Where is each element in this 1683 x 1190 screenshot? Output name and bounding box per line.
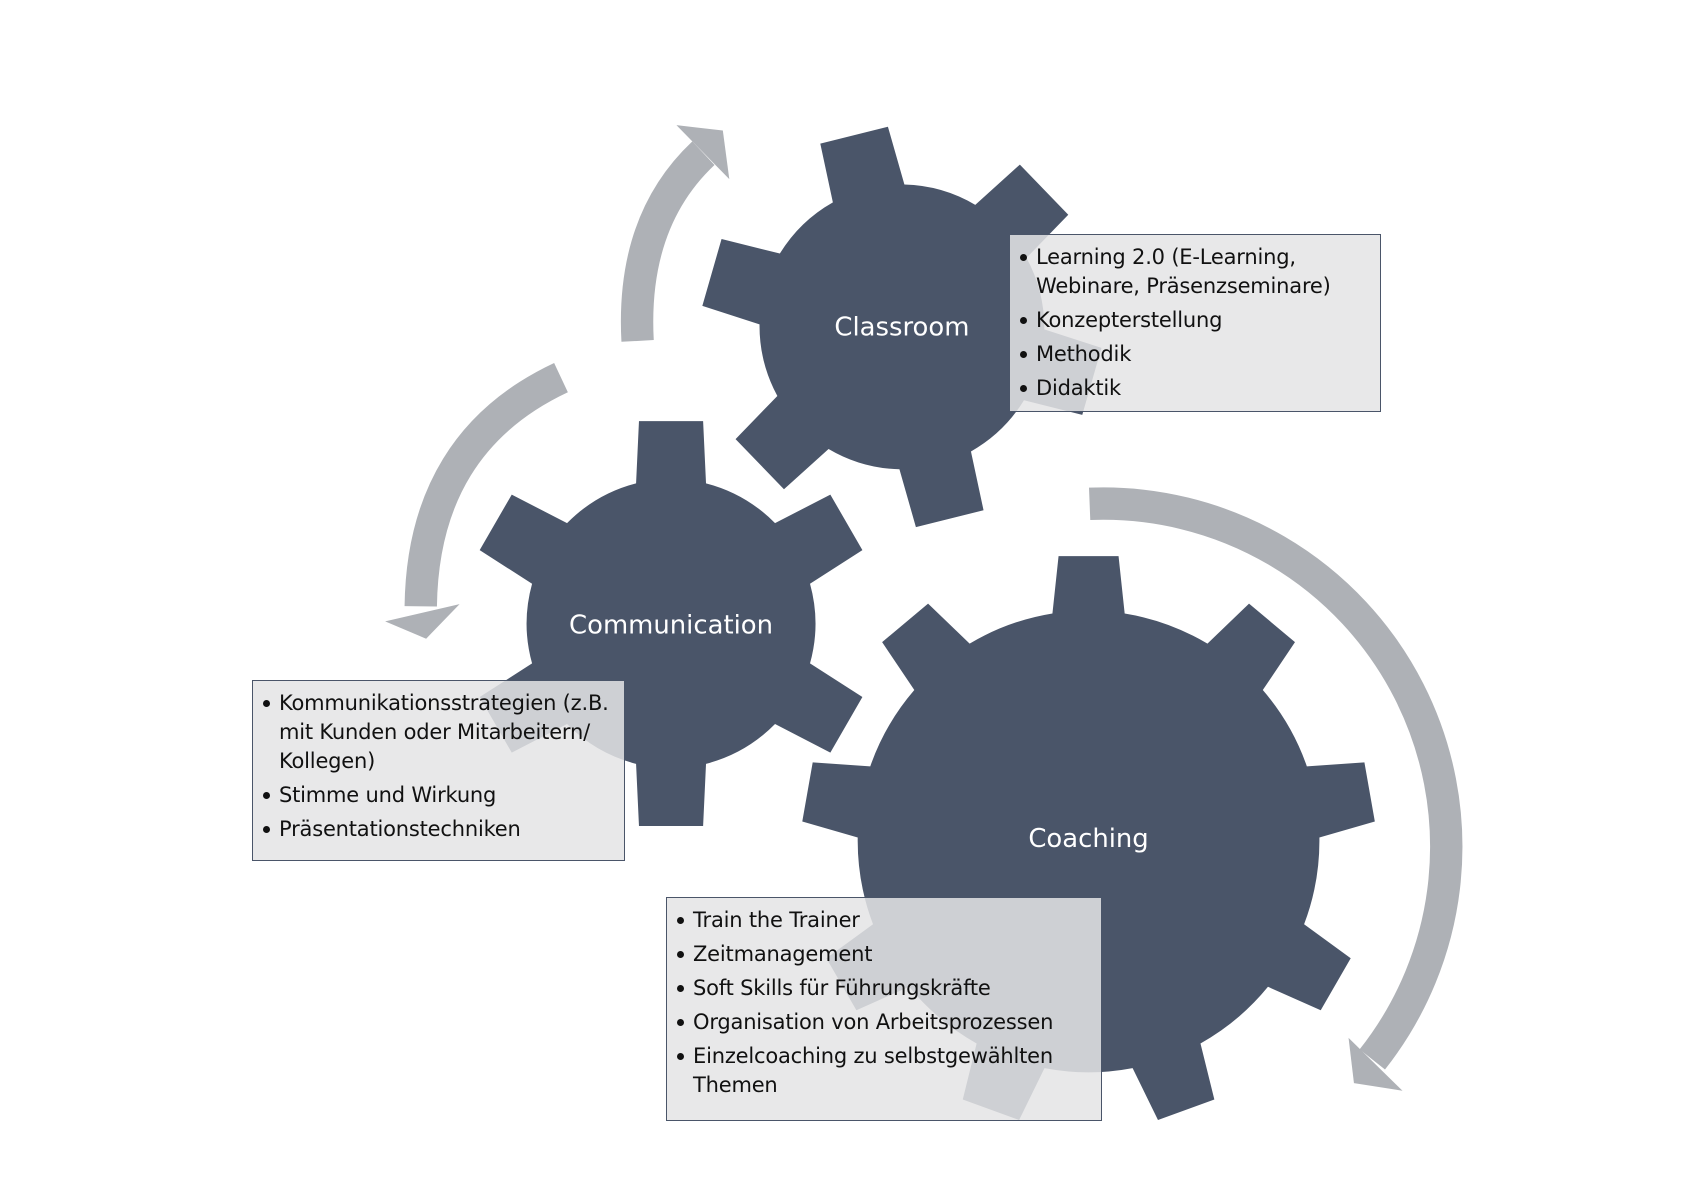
list-item: Learning 2.0 (E-Learning, Webinare, Präs… [1018, 243, 1370, 301]
cycle-arrows [404, 141, 1463, 1070]
list-item: Einzelcoaching zu selbstgewählten Themen [675, 1042, 1091, 1100]
list-item: Methodik [1018, 340, 1370, 369]
classroom-details-box: Learning 2.0 (E-Learning, Webinare, Präs… [1009, 234, 1381, 412]
list-item: Soft Skills für Führungskräfte [675, 974, 1091, 1003]
list-item: Didaktik [1018, 374, 1370, 403]
arrowhead-icon [385, 604, 460, 639]
arrowhead-icon [676, 125, 730, 180]
list-item: Zeitmanagement [675, 940, 1091, 969]
list-item: Kommunikationsstrategien (z.B. mit Kunde… [261, 689, 614, 776]
gear-classroom-icon [702, 126, 1102, 528]
communication-details-box: Kommunikationsstrategien (z.B. mit Kunde… [252, 680, 625, 861]
gear-label-classroom: Classroom [834, 313, 969, 343]
list-item: Train the Trainer [675, 906, 1091, 935]
arrowheads [385, 125, 1403, 1091]
list-item: Konzepterstellung [1018, 306, 1370, 335]
list-item: Stimme und Wirkung [261, 781, 614, 810]
list-item: Präsentationstechniken [261, 815, 614, 844]
arrow-coaching-down [1089, 487, 1463, 1070]
gear-label-communication: Communication [569, 610, 773, 640]
list-item: Organisation von Arbeitsprozessen [675, 1008, 1091, 1037]
arrowhead-icon [1348, 1037, 1403, 1091]
arrow-communication-down [404, 362, 568, 607]
gear-label-coaching: Coaching [1028, 824, 1148, 854]
arrow-classroom-up [620, 141, 715, 342]
